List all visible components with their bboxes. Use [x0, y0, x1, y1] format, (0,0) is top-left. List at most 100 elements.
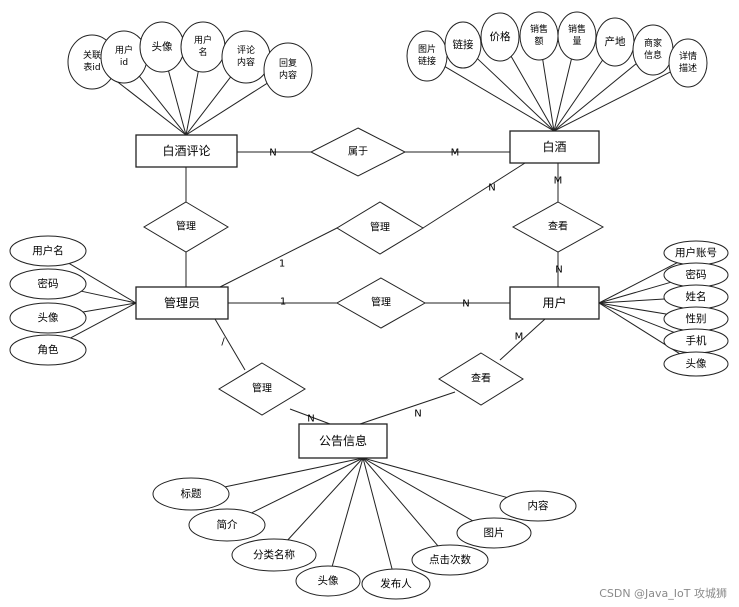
attribute-label: 发布人 [380, 577, 412, 590]
attribute-label: 用户 [115, 44, 133, 56]
relationship-manage_user: 管理 [335, 277, 427, 329]
attribute-label: 简介 [217, 518, 238, 531]
attribute-link [553, 63, 637, 132]
attribute-ellipse [480, 12, 520, 62]
attribute-link [598, 262, 678, 304]
attribute-ellipse [180, 21, 226, 73]
relationship-manage_comment: 管理 [143, 201, 229, 253]
cardinality-label: N [462, 299, 469, 310]
attribute-label: 商家 [644, 37, 662, 49]
attribute-admin: 用户名 [9, 235, 87, 267]
attribute-notice: 发布人 [361, 568, 431, 600]
cardinality-label: 1 [280, 297, 286, 308]
relationship-label: 管理 [370, 221, 390, 234]
attribute-label: 用户账号 [675, 246, 717, 259]
attribute-link [111, 76, 187, 136]
attribute-admin: 头像 [9, 302, 87, 334]
attribute-link [362, 457, 439, 547]
attribute-ellipse [9, 302, 87, 334]
relationships: 属于管理管理查看管理管理查看 [143, 127, 605, 416]
attribute-link [598, 281, 671, 304]
attribute-liquor: 销售额 [519, 11, 559, 61]
attribute-ellipse [295, 565, 361, 597]
attribute-link [185, 82, 268, 136]
attribute-label: 关联 [83, 49, 101, 61]
attribute-link [138, 76, 187, 136]
attribute-link [185, 76, 232, 136]
attribute-ellipse [668, 38, 708, 88]
connector-line [219, 227, 338, 288]
attribute-ellipse [221, 30, 271, 84]
attribute-label: 产地 [605, 35, 626, 48]
cardinality-label: 1 [279, 259, 285, 270]
attribute-ellipse [444, 21, 482, 69]
entity-liquor: 白酒 [509, 130, 600, 164]
attribute-link [444, 66, 555, 132]
attribute-ellipse [411, 544, 489, 576]
attribute-label: 销售 [530, 23, 548, 35]
attribute-link [362, 457, 507, 498]
attribute-label: 价格 [490, 30, 511, 43]
attribute-label: 评论 [237, 44, 255, 56]
attribute-label: 性别 [686, 312, 707, 325]
attribute-label: 内容 [279, 69, 297, 81]
attribute-label: 头像 [152, 41, 173, 53]
attribute-link [542, 59, 555, 132]
relationship-view_notice: 查看 [438, 352, 524, 406]
attribute-label: 点击次数 [429, 553, 471, 566]
attribute-label: 销售 [568, 23, 586, 35]
attributes: 关联表id用户id头像用户名评论内容回复内容图片链接链接价格销售额销售量产地商家… [9, 11, 729, 600]
attribute-ellipse [663, 351, 729, 377]
relationship-diamond [438, 352, 524, 406]
cardinality-label: N [307, 414, 314, 425]
attribute-label: 量 [572, 36, 581, 47]
attribute-link [287, 457, 364, 541]
attribute-notice: 图片 [456, 517, 532, 549]
attribute-ellipse [519, 11, 559, 61]
attribute-comment: 用户 id [100, 30, 148, 84]
relationship-diamond [218, 362, 306, 416]
relationship-diamond [335, 277, 427, 329]
attribute-label: 图片 [418, 43, 436, 55]
connector-line [359, 391, 456, 425]
relationship-manage_notice: 管理 [218, 362, 306, 416]
cardinality-label: N [488, 183, 495, 194]
attribute-user: 密码 [663, 262, 729, 288]
attribute-link [598, 302, 675, 333]
entity-box [298, 423, 388, 459]
attribute-ellipse [9, 235, 87, 267]
attribute-label: 额 [534, 35, 543, 47]
connector-line [214, 318, 246, 371]
cardinality-label: M [515, 332, 524, 343]
attribute-ellipse [9, 268, 87, 300]
attribute-link [331, 457, 364, 567]
attribute-label: 回复 [279, 57, 297, 69]
entity-label: 管理员 [164, 295, 200, 310]
attribute-user: 性别 [663, 306, 729, 332]
attribute-link [553, 58, 572, 132]
attribute-label: 用户 [194, 34, 212, 46]
connector-line [422, 162, 526, 229]
attribute-label: id [120, 58, 128, 68]
attribute-ellipse [557, 11, 597, 61]
attribute-link [82, 302, 137, 313]
cardinality-label: N [414, 409, 421, 420]
attribute-label: 图片 [484, 526, 505, 539]
attribute-link [598, 302, 667, 315]
attribute-notice: 标题 [152, 477, 230, 511]
relationship-diamond [511, 201, 605, 253]
attribute-link [68, 263, 137, 304]
attribute-link [477, 58, 555, 132]
attribute-label: 内容 [528, 499, 549, 512]
cardinality-label: N [269, 148, 276, 159]
attribute-link [224, 457, 364, 488]
relationship-manage_liquor: 管理 [336, 201, 424, 255]
cardinality-label: N [555, 265, 562, 276]
attribute-user: 用户账号 [663, 240, 729, 266]
attribute-label: 分类名称 [253, 548, 295, 561]
